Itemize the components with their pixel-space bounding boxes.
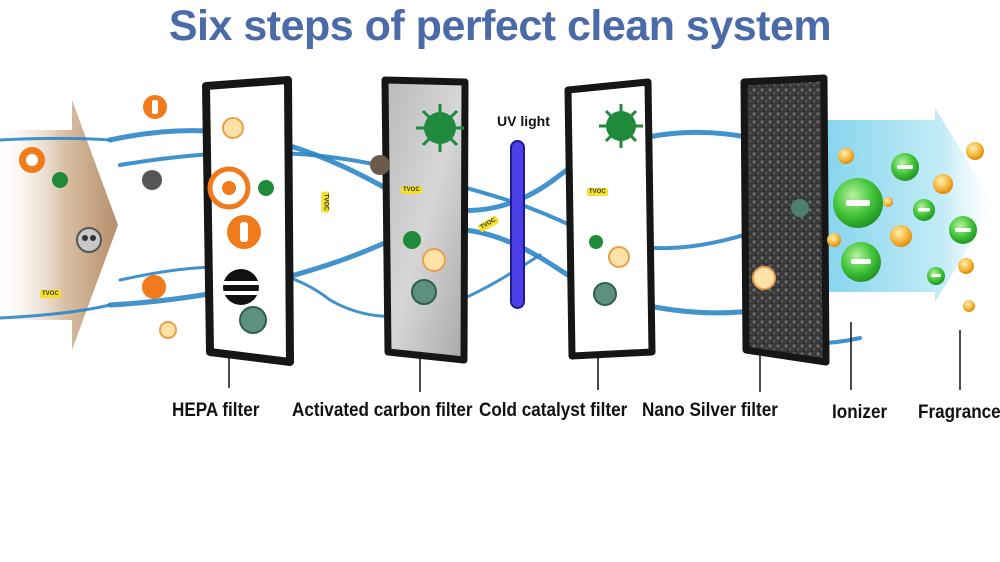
fragrance-particle-icon (890, 225, 912, 247)
green-germ-icon (589, 235, 603, 249)
hair-particle-icon (222, 269, 260, 305)
mold-spore-icon (411, 279, 437, 305)
step-label-ionizer: Ionizer (832, 402, 888, 423)
nano-silver-filter-panel (740, 74, 830, 366)
fragrance-particles-group (827, 142, 984, 312)
negative-ion-icon (927, 267, 945, 285)
negative-ion-icon (891, 153, 919, 181)
green-germ-icon (258, 180, 274, 196)
dust-particle-icon (370, 155, 390, 175)
human-dander-icon (227, 215, 261, 249)
bacteria-icon (222, 117, 244, 139)
fragrance-particle-icon (966, 142, 984, 160)
step-label-fragrance: Fragrance (918, 402, 1000, 423)
negative-ion-icon (949, 216, 977, 244)
dander-particle-icon (143, 95, 167, 119)
uv-lamp (510, 140, 525, 309)
negative-ion-icon (913, 199, 935, 221)
tvoc-tag: TVOC (321, 191, 330, 213)
tvoc-tag: TVOC (587, 188, 608, 196)
green-germ-icon (599, 104, 643, 148)
fragrance-particle-icon (838, 148, 854, 164)
mold-spore-icon (239, 306, 267, 334)
mite-icon (76, 227, 102, 253)
fragrance-particle-icon (958, 258, 974, 274)
tvoc-tag: TVOC (401, 186, 422, 194)
pollen-particle-icon (19, 147, 45, 173)
fragrance-particle-icon (827, 233, 841, 247)
fragrance-particle-icon (883, 197, 893, 207)
green-germ-icon (52, 172, 68, 188)
activated-carbon-filter-panel (370, 76, 469, 364)
mold-spore-icon (791, 199, 809, 217)
uv-light-label: UV light (497, 113, 550, 129)
cold-catalyst-filter-panel (564, 78, 656, 360)
hepa-filter-panel (202, 76, 294, 366)
step-label-hepa-filter: HEPA filter (172, 400, 260, 421)
tvoc-tag: TVOC (40, 290, 61, 298)
bacteria-icon (752, 266, 776, 290)
bacteria-icon (159, 321, 177, 339)
smoke-particle-icon (142, 170, 162, 190)
fragrance-particle-icon (963, 300, 975, 312)
dander-particle-icon (142, 275, 166, 299)
green-germ-icon (416, 104, 464, 152)
diagram-title: Six steps of perfect clean system (168, 2, 832, 50)
mold-spore-icon (593, 282, 617, 306)
step-label-nano-silver-filter: Nano Silver filter (642, 400, 778, 421)
orange-particle-icon (207, 166, 251, 210)
green-germ-icon (403, 231, 421, 249)
bacteria-icon (422, 248, 446, 272)
negative-ions-group (833, 153, 977, 285)
step-label-cold-catalyst-filter: Cold catalyst filter (479, 400, 628, 421)
fragrance-particle-icon (933, 174, 953, 194)
negative-ion-icon (841, 242, 881, 282)
bacteria-icon (608, 246, 630, 268)
step-label-activated-carbon-filter: Activated carbon filter (292, 400, 473, 421)
incoming-pollutants-group (19, 95, 177, 339)
negative-ion-icon (833, 178, 883, 228)
